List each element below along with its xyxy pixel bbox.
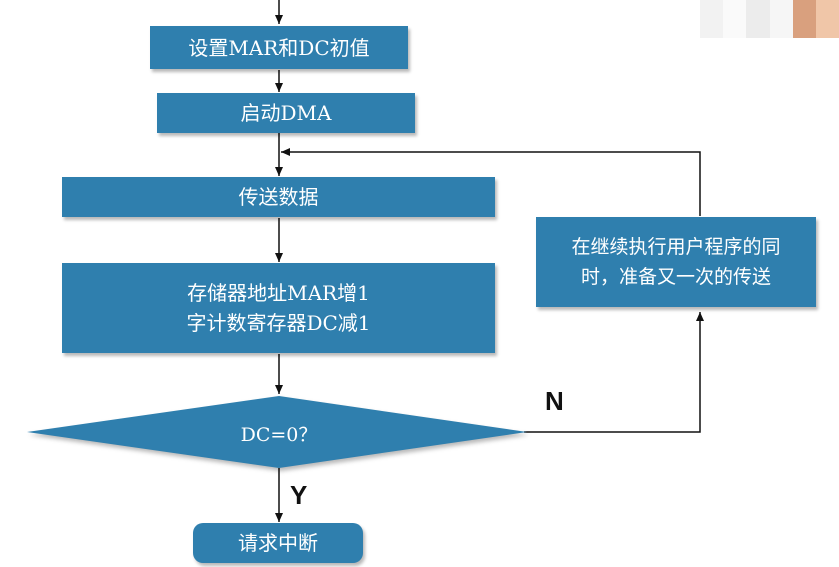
continue-line-1: 在继续执行用户程序的同: [571, 236, 781, 258]
yes-branch-label: Y: [290, 480, 308, 510]
increment-line-1: 存储器地址MAR增1: [187, 281, 370, 305]
transfer-data-box: 传送数据: [62, 177, 495, 217]
set-mar-dc-text: 设置MAR和DC初值: [188, 35, 370, 60]
decision-text: DC=0？: [240, 424, 318, 446]
increment-line-2: 字计数寄存器DC减1: [186, 311, 371, 335]
no-branch-label: N: [545, 386, 564, 416]
increment-box: 存储器地址MAR增1 字计数寄存器DC减1: [62, 263, 495, 353]
arrow-loop-back: [281, 148, 701, 216]
arrow-no-branch-up: [524, 312, 704, 433]
set-mar-dc-box: 设置MAR和DC初值: [150, 26, 408, 69]
interrupt-text: 请求中断: [238, 531, 318, 555]
start-dma-text: 启动DMA: [240, 101, 332, 125]
continue-program-box: 在继续执行用户程序的同 时，准备又一次的传送: [536, 217, 816, 307]
blurred-watermark: [700, 0, 839, 38]
decision-diamond: [27, 396, 527, 468]
start-dma-box: 启动DMA: [157, 93, 415, 133]
transfer-data-text: 传送数据: [238, 185, 319, 209]
interrupt-box: 请求中断: [193, 523, 363, 563]
continue-line-2: 时，准备又一次的传送: [580, 266, 771, 288]
